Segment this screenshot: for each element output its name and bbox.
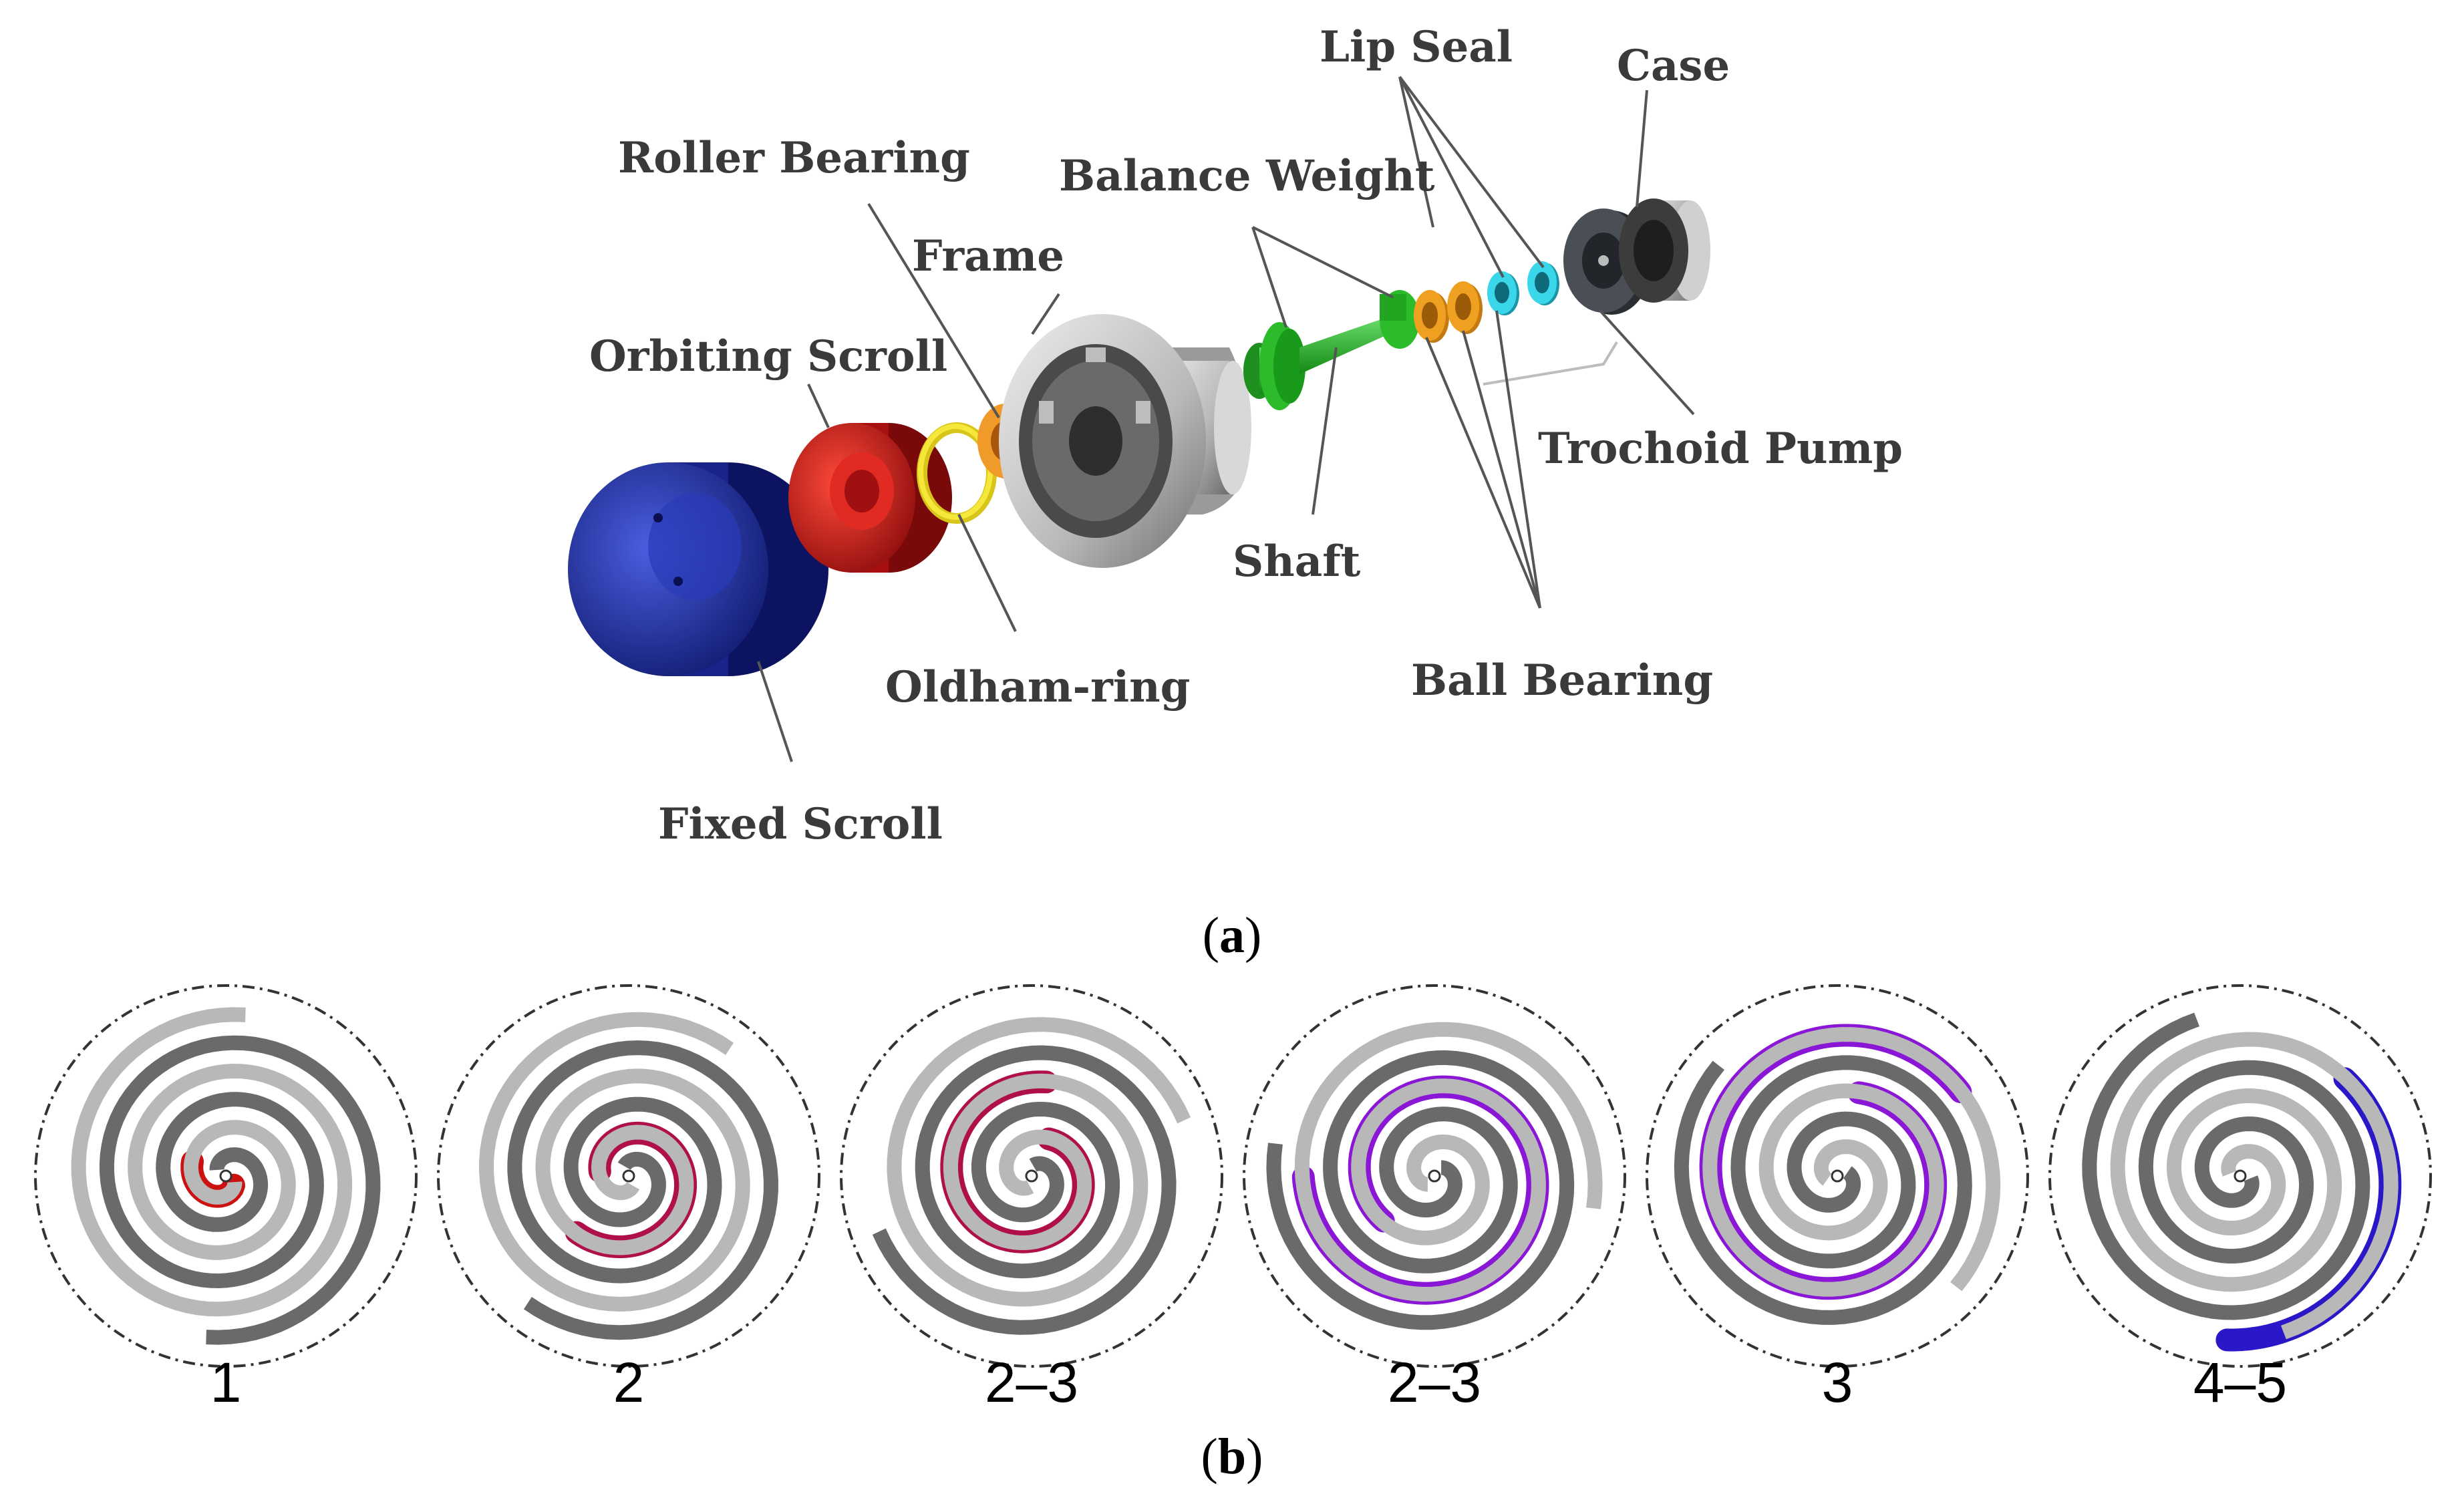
shaft-part: [1243, 290, 1420, 410]
trochoid-pump-bracket: [1483, 341, 1618, 386]
step-label: 2: [613, 1351, 645, 1414]
step-label: 3: [1822, 1351, 1853, 1414]
center-port: [2234, 1169, 2247, 1183]
boundary-circle: [34, 984, 418, 1368]
orbiting-wrap: [1702, 1027, 2001, 1297]
center-port: [1428, 1169, 1441, 1183]
orbiting-wrap: [1294, 1022, 1603, 1302]
fixed-wrap: [507, 1040, 778, 1340]
label-shaft: Shaft: [1233, 537, 1361, 587]
label-balance-weight: Balance Weight: [1059, 151, 1435, 201]
orbiting-scroll-part: [788, 423, 952, 573]
label-frame: Frame: [912, 231, 1064, 281]
fixed-wrap: [1674, 1055, 1972, 1325]
step-panel: 1: [34, 984, 418, 1414]
step-label: 4–5: [2193, 1351, 2287, 1414]
step-label: 2–3: [985, 1351, 1078, 1414]
orbiting-wrap: [2110, 1032, 2399, 1340]
compression-steps: 1 2 2–3 2–3 3 4–5: [34, 984, 2432, 1414]
step-label: 1: [210, 1351, 242, 1414]
ball-bearing-parts: [1414, 281, 1483, 343]
fixed-wrap: [2082, 1012, 2370, 1320]
boundary-circle: [840, 984, 1223, 1368]
boundary-circle: [1646, 984, 2029, 1368]
fixed-scroll-part: [568, 462, 828, 676]
boundary-circle: [437, 984, 820, 1368]
orbiting-wrap: [71, 1007, 353, 1317]
step-label: 2–3: [1388, 1351, 1481, 1414]
frame-part: [999, 314, 1251, 568]
orbiting-wrap: [479, 1012, 750, 1312]
center-port: [1831, 1169, 1844, 1183]
fixed-wrap: [99, 1035, 381, 1345]
label-roller-bearing: Roller Bearing: [618, 133, 970, 183]
center-port: [622, 1169, 635, 1183]
case-part: [1619, 198, 1710, 303]
caption-b: (b): [1201, 1429, 1263, 1485]
label-lip-seal: Lip Seal: [1320, 22, 1513, 72]
lip-seal-parts: [1487, 261, 1559, 315]
step-panel: 2: [437, 984, 820, 1414]
caption-a: (a): [1203, 907, 1262, 963]
fixed-wrap: [872, 1045, 1177, 1335]
label-fixed-scroll: Fixed Scroll: [658, 799, 943, 849]
step-panel: 4–5: [2048, 984, 2432, 1414]
label-oldham-ring: Oldham-ring: [885, 662, 1190, 712]
exploded-view-diagram: Lip Seal Case Roller Bearing Balance Wei…: [568, 22, 1903, 963]
boundary-circle: [1243, 984, 1626, 1368]
center-port: [1025, 1169, 1038, 1183]
center-port: [219, 1169, 233, 1183]
label-case: Case: [1617, 41, 1730, 91]
step-panel: 3: [1646, 984, 2029, 1414]
step-panel: 2–3: [1243, 984, 1626, 1414]
step-panel: 2–3: [840, 984, 1223, 1414]
leader-lines: [757, 76, 1695, 762]
fixed-wrap: [1266, 1050, 1575, 1330]
label-trochoid-pump: Trochoid Pump: [1538, 424, 1903, 474]
label-ball-bearing: Ball Bearing: [1411, 655, 1713, 706]
boundary-circle: [2048, 984, 2432, 1368]
label-orbiting-scroll: Orbiting Scroll: [589, 331, 947, 382]
orbiting-wrap: [887, 1017, 1191, 1307]
